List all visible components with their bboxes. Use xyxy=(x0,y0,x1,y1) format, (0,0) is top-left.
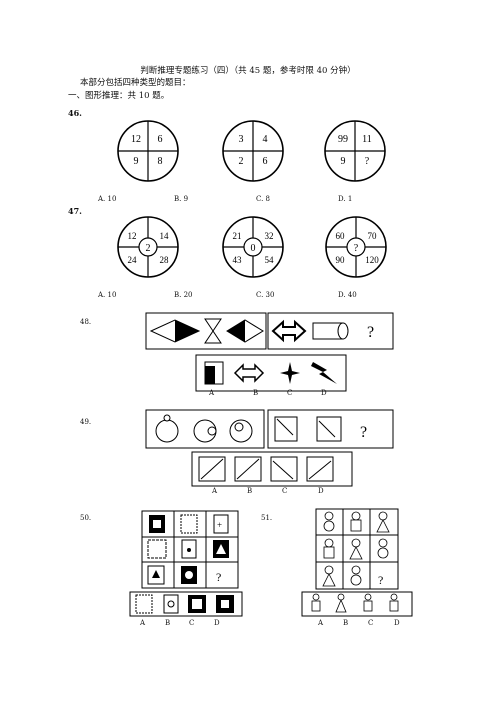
q50-option-c[interactable]: C xyxy=(189,619,195,627)
q47-circle-3-value: 60 xyxy=(336,231,346,241)
q48-box-1 xyxy=(145,312,267,350)
q48-option-b[interactable]: B xyxy=(253,389,259,397)
question-48-number: 48. xyxy=(80,318,92,326)
q49-question-mark: ? xyxy=(360,424,367,441)
q47-option-c[interactable]: C. 30 xyxy=(256,291,275,299)
question-51-figure: ? xyxy=(301,508,413,617)
q46-circle-2-value: 4 xyxy=(263,134,268,145)
question-50-figure: + ? xyxy=(129,510,243,617)
q49-option-d[interactable]: D xyxy=(318,487,324,495)
q48-question-mark: ? xyxy=(367,324,374,341)
q47-circle-1-value: 28 xyxy=(160,255,170,265)
q46-option-b[interactable]: B. 9 xyxy=(174,195,189,203)
q51-option-a[interactable]: A xyxy=(318,619,324,627)
q48-option-c[interactable]: C xyxy=(287,389,293,397)
q50-option-a[interactable]: A xyxy=(140,619,146,627)
q51-question-mark: ? xyxy=(378,573,383,587)
question-50-number: 50. xyxy=(80,514,92,522)
q47-circle-2-value: 32 xyxy=(265,231,274,241)
q46-circle-1-value: 6 xyxy=(158,134,163,145)
q46-circle-1-value: 12 xyxy=(131,134,141,145)
q50-option-b[interactable]: B xyxy=(165,619,171,627)
intro-text: 本部分包括四种类型的题目： xyxy=(80,78,191,88)
q47-circle-1-value: 24 xyxy=(128,255,138,265)
q51-option-b[interactable]: B xyxy=(343,619,349,627)
q49-option-c[interactable]: C xyxy=(282,487,288,495)
q46-option-c[interactable]: C. 8 xyxy=(256,195,271,203)
q46-circle-2-value: 6 xyxy=(263,156,268,167)
q49-option-a[interactable]: A xyxy=(212,487,218,495)
q48-box-2 xyxy=(267,312,394,350)
q50-option-d[interactable]: D xyxy=(214,619,220,627)
q46-circle-3-value: 99 xyxy=(338,134,348,145)
q47-option-b[interactable]: B. 20 xyxy=(174,291,193,299)
q49-option-b[interactable]: B xyxy=(247,487,253,495)
q46-circle-1-value: 9 xyxy=(134,156,139,167)
question-48-figure: ? xyxy=(145,312,394,392)
q47-option-a[interactable]: A. 10 xyxy=(98,291,117,299)
section-heading: 一、图形推理：共 10 题。 xyxy=(68,91,170,101)
question-47-number: 47. xyxy=(68,206,82,216)
q47-circle-3-value: 120 xyxy=(365,255,379,265)
q47-option-d[interactable]: D. 40 xyxy=(338,291,357,299)
q47-circle-2-value: 43 xyxy=(233,255,243,265)
q47-circle-1-value: 12 xyxy=(128,231,137,241)
q47-circle-2-value: 21 xyxy=(233,231,242,241)
q46-option-a[interactable]: A. 10 xyxy=(98,195,117,203)
question-51-number: 51. xyxy=(261,514,273,522)
q46-circle-1-value: 8 xyxy=(158,156,163,167)
q48-option-a[interactable]: A xyxy=(209,389,215,397)
q48-option-d[interactable]: D xyxy=(321,389,327,397)
q47-circle-3-value: 70 xyxy=(368,231,378,241)
q48-options-box xyxy=(195,354,347,392)
q46-circle-3-value: 11 xyxy=(362,134,372,145)
q46-circle-3-value: 9 xyxy=(341,156,346,167)
q51-option-d[interactable]: D xyxy=(394,619,400,627)
q50-question-mark: ? xyxy=(216,570,221,584)
q46-option-d[interactable]: D. 1 xyxy=(338,195,353,203)
q47-circle-1-value: 14 xyxy=(160,231,170,241)
page-title: 判断推理专题练习（四）（共 45 题，参考时限 40 分钟） xyxy=(140,66,356,76)
q46-circle-3-value: ? xyxy=(365,156,370,167)
q47-circle-3-value: 90 xyxy=(336,255,346,265)
q46-circle-2-value: 3 xyxy=(239,134,244,145)
question-46-number: 46. xyxy=(68,108,82,118)
q47-circle-1-center: 2 xyxy=(146,243,151,254)
q51-option-c[interactable]: C xyxy=(368,619,374,627)
q47-circle-2-center: 0 xyxy=(251,243,256,254)
question-49-figure: ? xyxy=(145,409,394,487)
q47-circle-2-value: 54 xyxy=(265,255,275,265)
q47-circle-3-center: ? xyxy=(354,243,359,254)
q46-circle-2-value: 2 xyxy=(239,156,244,167)
question-49-number: 49. xyxy=(80,418,92,426)
svg-text:+: + xyxy=(217,520,222,530)
